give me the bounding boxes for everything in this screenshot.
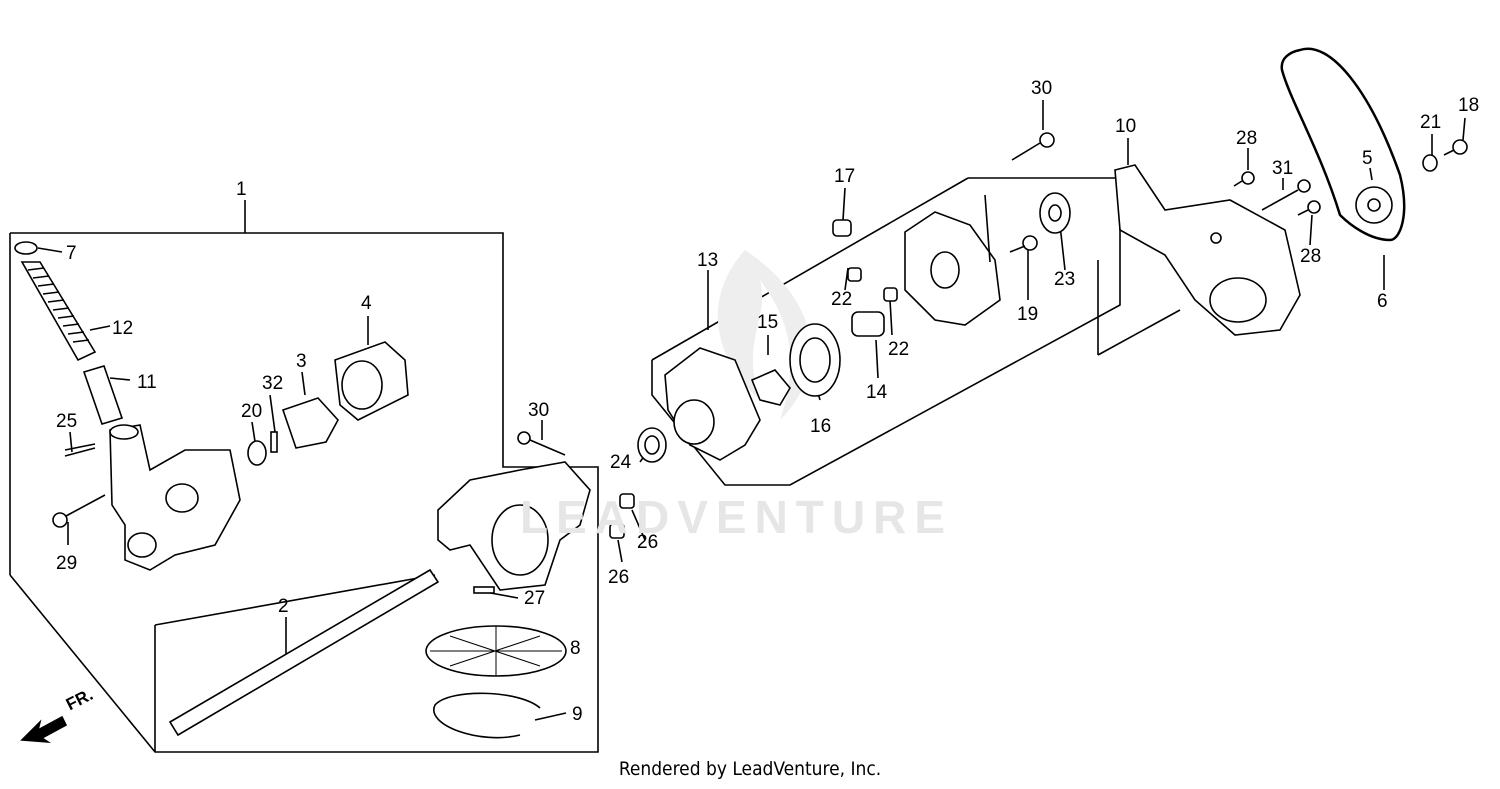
callout-6: 6 — [1377, 291, 1388, 312]
callout-26a: 26 — [637, 532, 658, 553]
callout-25: 25 — [56, 411, 77, 432]
callout-32: 32 — [262, 373, 283, 394]
callout-21: 21 — [1420, 112, 1441, 133]
part-25-pin — [64, 443, 96, 457]
part-4-outer-rotor — [334, 341, 409, 421]
part-6-chain — [1280, 47, 1406, 242]
callout-22b: 22 — [888, 339, 909, 360]
callout-19: 19 — [1017, 304, 1038, 325]
part-20-o-ring — [247, 440, 267, 466]
callout-16: 16 — [810, 416, 831, 437]
part-29-bolt — [52, 494, 106, 528]
part-5-sprocket — [1355, 186, 1393, 224]
part-3-inner-rotor — [281, 397, 339, 449]
part-16-outer-rotor — [789, 323, 841, 397]
part-23-bearing — [1039, 192, 1071, 234]
callout-12: 12 — [112, 318, 133, 339]
callout-26b: 26 — [608, 567, 629, 588]
part-pump-housing — [437, 461, 591, 591]
part-22-dowel-b — [883, 287, 898, 302]
watermark-text: LEADVENTURE — [520, 491, 954, 543]
callout-10: 10 — [1115, 116, 1136, 137]
callout-9: 9 — [572, 704, 583, 725]
part-15-inner-rotor — [750, 369, 791, 406]
part-pump-body-right — [904, 194, 1001, 326]
callout-13: 13 — [697, 250, 718, 271]
callout-28a: 28 — [1236, 128, 1257, 149]
callout-15: 15 — [757, 312, 778, 333]
part-24-seal — [637, 427, 667, 463]
callout-24: 24 — [610, 452, 632, 473]
part-18-bolt — [1443, 139, 1468, 156]
part-22-dowel-a — [847, 267, 862, 282]
callout-18: 18 — [1458, 95, 1479, 116]
part-31-bolt — [1261, 179, 1311, 211]
callout-7: 7 — [66, 243, 77, 264]
part-14-collar — [851, 311, 885, 337]
render-credit: Rendered by LeadVenture, Inc. — [618, 758, 882, 780]
callout-17: 17 — [834, 166, 855, 187]
part-28-bolt-a — [1233, 171, 1255, 187]
parts — [14, 47, 1468, 744]
callout-14: 14 — [866, 382, 888, 403]
callout-5: 5 — [1362, 148, 1373, 169]
callout-1: 1 — [236, 179, 247, 200]
part-19-bolt — [1009, 235, 1038, 253]
callout-29: 29 — [56, 553, 77, 574]
callout-labels: 1 2 3 4 5 6 7 8 9 10 11 12 13 14 15 16 1… — [56, 78, 1479, 725]
part-27-pin — [473, 586, 495, 594]
part-26-dowel-b — [609, 523, 625, 539]
part-7-washer — [14, 241, 38, 255]
part-11-relief-valve — [82, 365, 124, 425]
callout-8: 8 — [570, 638, 581, 659]
part-17-nut — [832, 219, 852, 237]
part-10-chain-cover — [1114, 164, 1301, 336]
callout-27: 27 — [524, 588, 545, 609]
callout-31: 31 — [1272, 158, 1293, 179]
front-arrow-icon — [20, 715, 68, 744]
part-12-spring — [20, 261, 97, 362]
callout-20: 20 — [241, 401, 262, 422]
part-21-washer — [1422, 154, 1438, 172]
callout-3: 3 — [296, 351, 307, 372]
part-32-pin — [270, 431, 278, 453]
callout-28b: 28 — [1300, 246, 1321, 267]
part-30-bolt-right — [1011, 132, 1055, 161]
part-2-shaft — [168, 568, 440, 737]
part-30-bolt-left — [517, 431, 566, 456]
callout-30b: 30 — [1031, 78, 1052, 99]
callout-11: 11 — [137, 372, 157, 393]
part-26-dowel-a — [619, 493, 635, 509]
part-8-strainer — [425, 625, 567, 677]
callout-4: 4 — [361, 293, 372, 314]
part-28-bolt-b — [1297, 200, 1321, 216]
callout-2: 2 — [278, 596, 289, 617]
callout-22a: 22 — [831, 289, 852, 310]
callout-30a: 30 — [528, 400, 549, 421]
part-1-pump-body — [109, 424, 241, 571]
part-13-pump-cover — [664, 347, 761, 461]
callout-23: 23 — [1054, 269, 1075, 290]
part-9-snap-ring — [433, 692, 541, 739]
